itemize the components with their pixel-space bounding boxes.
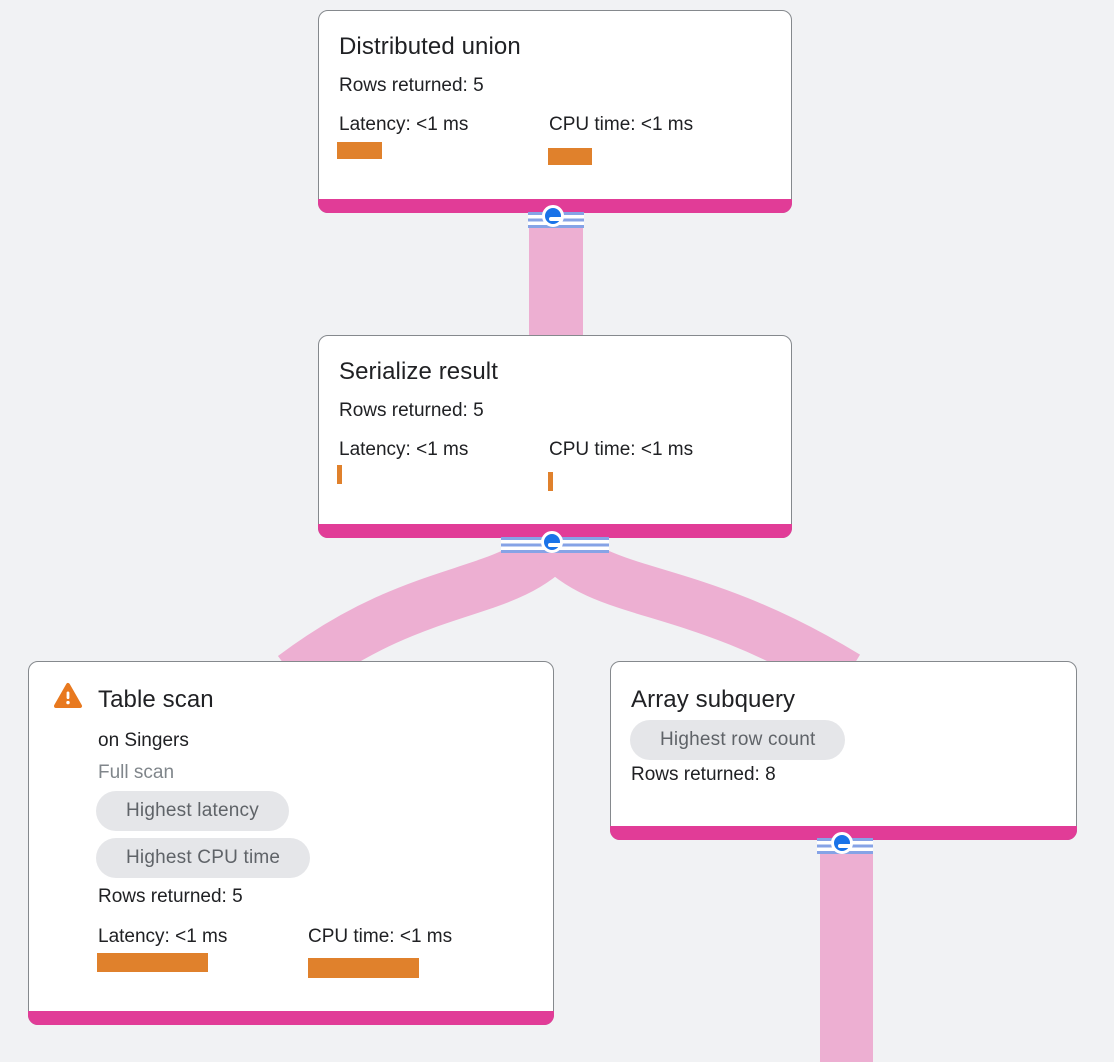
- latency-label: Latency: <1 ms: [339, 439, 469, 460]
- node-subtitle: on Singers: [98, 730, 189, 751]
- link-distributed-union-to-serialize-result: [529, 212, 583, 336]
- latency-label: Latency: <1 ms: [339, 114, 469, 135]
- latency-bar: [337, 142, 382, 159]
- collapse-serialize-result-button[interactable]: [541, 531, 563, 553]
- latency-label: Latency: <1 ms: [98, 926, 228, 947]
- collapse-array-subquery-button[interactable]: [831, 832, 853, 854]
- link-serialize-result-to-array-subquery: [535, 524, 861, 698]
- cpu-time-bar: [548, 148, 592, 165]
- link-array-subquery-to-child: [820, 838, 873, 1062]
- badge-highest-cpu-time: Highest CPU time: [96, 838, 311, 878]
- collapse-distributed-union-button[interactable]: [542, 205, 564, 227]
- rows-returned-text: Rows returned: 5: [339, 400, 484, 421]
- minus-icon: [548, 543, 562, 547]
- badge-highest-row-count: Highest row count: [630, 720, 846, 760]
- plan-node-array-subquery[interactable]: Array subquery Highest row count Rows re…: [610, 661, 1077, 840]
- plan-node-table-scan[interactable]: Table scan on Singers Full scan Highest …: [28, 661, 554, 1025]
- rows-returned-text: Rows returned: 5: [339, 75, 484, 96]
- cpu-time-bar: [308, 958, 419, 978]
- node-title: Distributed union: [339, 33, 521, 60]
- cpu-time-label: CPU time: <1 ms: [549, 439, 694, 460]
- plan-node-serialize-result[interactable]: Serialize result Rows returned: 5 Latenc…: [318, 335, 792, 538]
- rows-returned-text: Rows returned: 8: [631, 764, 776, 785]
- badge-highest-latency: Highest latency: [96, 791, 289, 831]
- latency-bar: [97, 953, 208, 972]
- node-title: Table scan: [98, 686, 214, 713]
- cpu-time-label: CPU time: <1 ms: [308, 926, 453, 947]
- rows-returned-text: Rows returned: 5: [98, 886, 243, 907]
- latency-bar: [337, 465, 342, 484]
- warning-icon: [54, 683, 82, 708]
- node-accent-bar: [28, 1011, 554, 1025]
- node-title: Array subquery: [631, 686, 796, 713]
- link-serialize-result-to-table-scan: [277, 524, 575, 697]
- minus-icon: [549, 217, 563, 221]
- node-title: Serialize result: [339, 358, 498, 385]
- cpu-time-label: CPU time: <1 ms: [549, 114, 694, 135]
- scan-mode-text: Full scan: [98, 762, 175, 783]
- plan-node-distributed-union[interactable]: Distributed union Rows returned: 5 Laten…: [318, 10, 792, 213]
- minus-icon: [838, 844, 852, 848]
- cpu-time-bar: [548, 472, 553, 491]
